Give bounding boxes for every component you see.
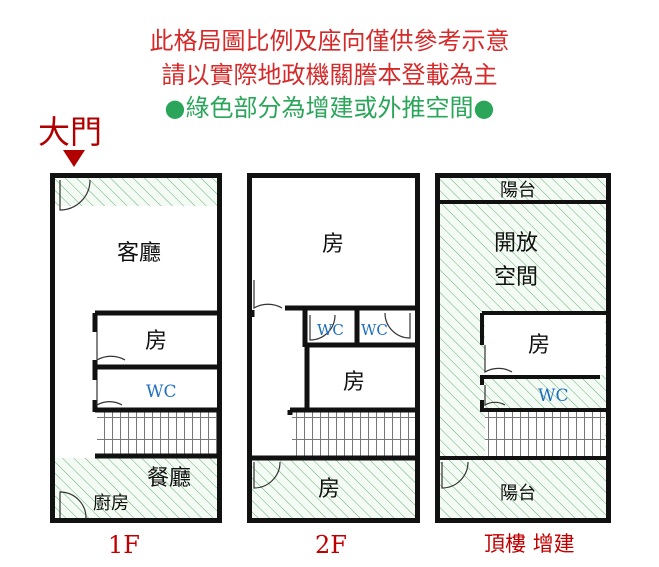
disclaimer-line-2: 請以實際地政機關謄本登載為主 xyxy=(161,61,498,89)
hatch-area-front xyxy=(55,178,217,206)
floor-label-2f: 2F xyxy=(315,531,347,559)
room-label-dining: 餐廳 xyxy=(147,466,191,491)
room-door-icon xyxy=(484,345,513,374)
room-label-wc: WC xyxy=(146,382,176,402)
front-door-icon xyxy=(59,179,91,211)
room-label-living: 客廳 xyxy=(117,241,161,266)
entrance-arrow-icon xyxy=(63,150,85,167)
room-label-bedroom-rear: 房 xyxy=(318,477,340,502)
room-label-wc-2: WC xyxy=(361,321,388,339)
wc-door-icon xyxy=(96,380,123,407)
room-label-open-space-1: 開放 xyxy=(494,231,538,256)
room-label-bedroom-top: 房 xyxy=(322,232,344,257)
room-label-open-space-2: 空間 xyxy=(494,265,538,290)
floor-roof: 陽台 開放 空間 房 WC 陽台 頂樓 增建 xyxy=(435,173,611,556)
room-label-balcony-top: 陽台 xyxy=(500,180,536,201)
balcony-door-icon xyxy=(441,461,469,489)
room-area xyxy=(485,315,605,375)
room-label-bedroom-mid: 房 xyxy=(343,370,365,395)
wc-door-icon xyxy=(384,312,411,339)
staircase xyxy=(292,412,415,456)
floor-1f: 客廳 房 WC 餐廳 廚房 1F xyxy=(50,173,222,559)
legend-green-note: ●綠色部分為增建或外推空間● xyxy=(164,94,495,122)
hatch-area-rear xyxy=(55,458,217,518)
entrance-label: 大門 xyxy=(38,113,102,151)
disclaimer-line-1: 此格局圖比例及座向僅供參考示意 xyxy=(149,27,510,55)
staircase xyxy=(485,412,605,456)
floor-2f: 房 WC WC 房 房 2F xyxy=(247,173,420,559)
room-label-wc-1: WC xyxy=(317,321,344,339)
outer-wall xyxy=(247,173,420,523)
room-label-bedroom: 房 xyxy=(145,329,167,354)
room-door-icon xyxy=(96,332,126,362)
wc-door-icon xyxy=(309,314,336,341)
room-door-icon xyxy=(253,280,283,310)
floor-label-roof: 頂樓 增建 xyxy=(484,532,575,556)
room-label-kitchen: 廚房 xyxy=(93,492,129,514)
outer-wall xyxy=(435,173,611,523)
wc-door-icon xyxy=(484,385,506,407)
room-label-wc: WC xyxy=(538,386,568,406)
back-door-icon xyxy=(59,491,87,519)
floor-label-1f: 1F xyxy=(108,531,140,559)
room-label-balcony-rear: 陽台 xyxy=(500,483,536,504)
outer-wall xyxy=(50,173,222,523)
staircase xyxy=(97,412,217,456)
rear-door-icon xyxy=(253,461,281,489)
room-label-bedroom: 房 xyxy=(528,333,550,358)
